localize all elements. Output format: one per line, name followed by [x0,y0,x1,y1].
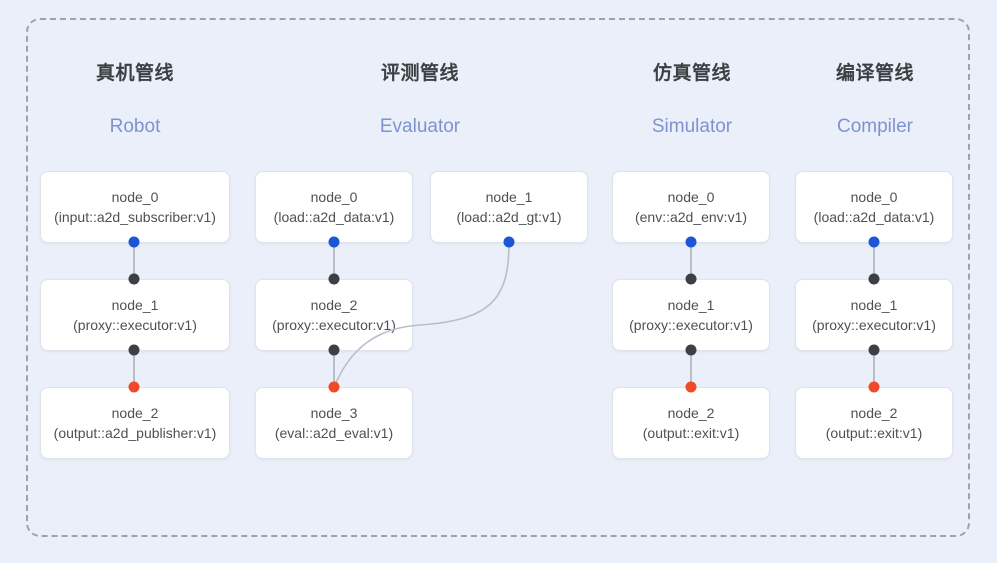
port-input-compiler-2[interactable] [868,381,880,393]
node-simulator-2[interactable]: node_2 (output::exit:v1) [612,387,770,459]
node-type: (proxy::executor:v1) [272,317,396,333]
node-type: (env::a2d_env:v1) [634,209,748,225]
node-simulator-1[interactable]: node_1 (proxy::executor:v1) [612,279,770,351]
port-input-simulator-1[interactable] [685,273,697,285]
port-output-compiler-1[interactable] [868,344,880,356]
edge-compiler-n0-n1 [873,242,875,278]
node-type: (proxy::executor:v1) [629,317,753,333]
node-id: node_2 [667,405,715,421]
edge-compiler-n1-n2 [873,350,875,386]
edge-simulator-n1-n2 [690,350,692,386]
node-evaluator-3[interactable]: node_3 (eval::a2d_eval:v1) [255,387,413,459]
edge-robot-n1-n2 [133,350,135,386]
node-evaluator-0[interactable]: node_0 (load::a2d_data:v1) [255,171,413,243]
node-type: (output::a2d_publisher:v1) [53,425,217,441]
port-output-robot-1[interactable] [128,344,140,356]
node-type: (proxy::executor:v1) [812,317,936,333]
node-id: node_0 [850,189,898,205]
port-input-evaluator-3[interactable] [328,381,340,393]
node-type: (eval::a2d_eval:v1) [274,425,394,441]
node-simulator-0[interactable]: node_0 (env::a2d_env:v1) [612,171,770,243]
node-id: node_0 [310,189,358,205]
node-type: (load::a2d_gt:v1) [456,209,562,225]
node-id: node_1 [850,297,898,313]
node-id: node_0 [667,189,715,205]
node-type: (load::a2d_data:v1) [813,209,935,225]
node-id: node_1 [111,297,159,313]
node-type: (output::exit:v1) [825,425,923,441]
node-id: node_2 [111,405,159,421]
node-id: node_0 [111,189,159,205]
node-evaluator-2[interactable]: node_2 (proxy::executor:v1) [255,279,413,351]
port-input-simulator-2[interactable] [685,381,697,393]
port-output-evaluator-0[interactable] [328,236,340,248]
port-input-compiler-1[interactable] [868,273,880,285]
port-output-simulator-0[interactable] [685,236,697,248]
diagram-outer-frame [26,18,970,537]
port-output-evaluator-1[interactable] [503,236,515,248]
node-type: (input::a2d_subscriber:v1) [54,209,216,225]
edge-robot-n0-n1 [133,242,135,278]
port-input-evaluator-2[interactable] [328,273,340,285]
port-output-robot-0[interactable] [128,236,140,248]
node-type: (output::exit:v1) [642,425,740,441]
node-evaluator-1[interactable]: node_1 (load::a2d_gt:v1) [430,171,588,243]
edge-evaluator-n0-n2 [333,242,335,278]
node-id: node_3 [310,405,358,421]
node-robot-0[interactable]: node_0 (input::a2d_subscriber:v1) [40,171,230,243]
port-input-robot-2[interactable] [128,381,140,393]
node-robot-1[interactable]: node_1 (proxy::executor:v1) [40,279,230,351]
edge-simulator-n0-n1 [690,242,692,278]
node-compiler-1[interactable]: node_1 (proxy::executor:v1) [795,279,953,351]
node-compiler-0[interactable]: node_0 (load::a2d_data:v1) [795,171,953,243]
node-id: node_2 [310,297,358,313]
node-robot-2[interactable]: node_2 (output::a2d_publisher:v1) [40,387,230,459]
port-output-evaluator-2[interactable] [328,344,340,356]
node-id: node_1 [667,297,715,313]
port-input-robot-1[interactable] [128,273,140,285]
port-output-compiler-0[interactable] [868,236,880,248]
node-type: (load::a2d_data:v1) [273,209,395,225]
node-id: node_2 [850,405,898,421]
node-type: (proxy::executor:v1) [73,317,197,333]
edge-evaluator-n2-n3 [333,350,335,386]
node-compiler-2[interactable]: node_2 (output::exit:v1) [795,387,953,459]
node-id: node_1 [485,189,533,205]
port-output-simulator-1[interactable] [685,344,697,356]
